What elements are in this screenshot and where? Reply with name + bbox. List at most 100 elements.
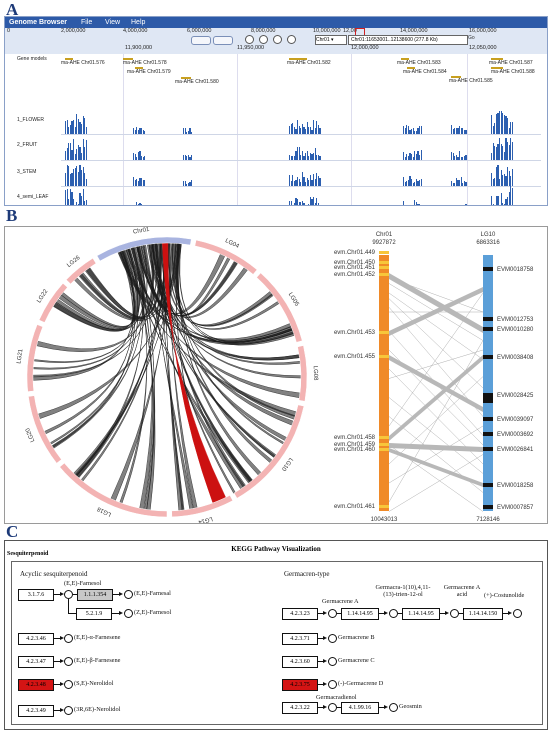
right-gene-mark[interactable]: [483, 505, 493, 509]
gene-model[interactable]: [65, 58, 73, 60]
zoom-out-small-icon[interactable]: [259, 35, 268, 44]
compound-node[interactable]: [389, 609, 398, 618]
compound-node[interactable]: [328, 703, 337, 712]
right-gene-mark[interactable]: [483, 267, 493, 271]
chromosome-segment-lg08[interactable]: [297, 345, 308, 402]
enzyme-box-highlighted[interactable]: 4.2.3.48: [18, 679, 54, 691]
enzyme-box-highlighted[interactable]: 4.2.3.75: [282, 679, 318, 691]
enzyme-box[interactable]: 4.2.3.46: [18, 633, 54, 645]
compound-node[interactable]: [124, 609, 133, 618]
right-gene-mark[interactable]: [483, 432, 493, 436]
enzyme-box[interactable]: 1.14.14.95: [341, 608, 379, 620]
right-gene-mark[interactable]: [483, 447, 493, 451]
pan-left-button[interactable]: [191, 36, 211, 45]
chromosome-segment-lg21[interactable]: [26, 324, 44, 392]
compound-node[interactable]: [64, 706, 73, 715]
left-gene-mark[interactable]: [379, 443, 389, 446]
enzyme-box[interactable]: 5.2.1.9: [76, 608, 112, 620]
compound-node[interactable]: [64, 657, 73, 666]
enzyme-box[interactable]: 1.14.14.95: [402, 608, 440, 620]
right-gene-mark[interactable]: [483, 483, 493, 487]
chromosome-segment-lg22[interactable]: [38, 282, 68, 323]
chromosome-segment-lg18[interactable]: [59, 462, 168, 518]
left-gene-mark[interactable]: [379, 273, 389, 276]
enzyme-box[interactable]: 4.2.3.71: [282, 633, 318, 645]
enzyme-box[interactable]: 4.2.3.60: [282, 656, 318, 668]
right-gene-mark[interactable]: [483, 327, 493, 331]
enzyme-box[interactable]: 4.2.3.47: [18, 656, 54, 668]
left-gene-mark[interactable]: [379, 261, 389, 264]
right-gene-mark[interactable]: [483, 355, 493, 359]
gene-model[interactable]: [289, 58, 307, 60]
compound-node[interactable]: [64, 680, 73, 689]
menu-file[interactable]: File: [81, 19, 93, 26]
signal-bar: [295, 151, 297, 160]
pan-right-button[interactable]: [213, 36, 233, 45]
panel-label-b: B: [6, 206, 18, 225]
compound-node[interactable]: [124, 590, 133, 599]
left-gene-label: evm.Chr01.451: [334, 265, 376, 271]
left-gene-mark[interactable]: [379, 266, 389, 269]
signal-bar: [308, 156, 310, 160]
compound-node[interactable]: [513, 609, 522, 618]
signal-bar: [144, 180, 146, 186]
signal-bar: [134, 154, 136, 160]
left-gene-mark[interactable]: [379, 251, 389, 254]
lg10-segment-bar[interactable]: [483, 255, 493, 511]
chromosome-segment-lg04[interactable]: [194, 239, 258, 275]
gene-model[interactable]: [407, 67, 415, 69]
enzyme-box[interactable]: 4.2.3.23: [282, 608, 318, 620]
left-gene-mark[interactable]: [379, 448, 389, 451]
gene-label: ma-AHE Chr01.585: [449, 78, 493, 84]
enzyme-box[interactable]: 4.1.99.16: [341, 702, 379, 714]
go-button[interactable]: Go: [468, 35, 475, 41]
arrow-icon: [384, 611, 388, 615]
region-input[interactable]: Chr01:11653001..12138600 (277.8 Kb): [348, 35, 468, 45]
gene-model[interactable]: [451, 76, 461, 78]
compound-node[interactable]: [328, 634, 337, 643]
chromosome-segment-lg26[interactable]: [65, 257, 97, 285]
chr01-segment-bar[interactable]: [379, 255, 389, 511]
left-gene-mark[interactable]: [379, 505, 389, 508]
enzyme-box[interactable]: 1.14.14.150: [463, 608, 503, 620]
enzyme-box[interactable]: 4.2.3.22: [282, 702, 318, 714]
arrow-icon: [119, 592, 123, 596]
chromosome-segment-chr01[interactable]: [96, 236, 192, 262]
signal-bar: [136, 127, 138, 134]
left-gene-mark[interactable]: [379, 436, 389, 439]
compound-node[interactable]: [328, 680, 337, 689]
right-gene-mark[interactable]: [483, 417, 493, 421]
menu-help[interactable]: Help: [131, 19, 146, 26]
compound-node[interactable]: [328, 609, 337, 618]
synteny-line: [388, 349, 484, 379]
enzyme-box[interactable]: 1.1.1.354: [77, 589, 113, 601]
chromosome-segment-lg10[interactable]: [233, 404, 305, 499]
right-gene-mark[interactable]: [483, 393, 493, 403]
compound-node[interactable]: [450, 609, 459, 618]
left-gene-mark[interactable]: [379, 331, 389, 334]
chromosome-segment-lg14[interactable]: [171, 494, 234, 518]
gene-model[interactable]: [491, 67, 503, 69]
compound-node[interactable]: [389, 703, 398, 712]
gene-model[interactable]: [123, 58, 133, 60]
gene-model[interactable]: [491, 58, 503, 60]
right-gene-mark[interactable]: [483, 317, 493, 321]
compound-node[interactable]: [64, 634, 73, 643]
enzyme-box[interactable]: 3.1.7.6: [18, 589, 54, 601]
gene-model[interactable]: [401, 58, 409, 60]
menu-view[interactable]: View: [105, 19, 121, 26]
chromosome-segment-lg20[interactable]: [28, 395, 62, 464]
left-gene-mark[interactable]: [379, 355, 389, 358]
zoom-out-icon[interactable]: [245, 35, 254, 44]
gene-model[interactable]: [135, 67, 143, 69]
zoom-in-icon[interactable]: [287, 35, 296, 44]
compound-node[interactable]: [64, 590, 73, 599]
zoom-in-small-icon[interactable]: [273, 35, 282, 44]
chromosome-segment-lg05[interactable]: [256, 272, 303, 343]
chromosome-select[interactable]: Chr01 ▾: [315, 35, 347, 45]
enzyme-box[interactable]: 4.2.3.49: [18, 705, 54, 717]
gene-model[interactable]: [181, 77, 191, 79]
compound-node[interactable]: [328, 657, 337, 666]
signal-bar: [293, 203, 296, 205]
signal-bar: [311, 130, 313, 134]
